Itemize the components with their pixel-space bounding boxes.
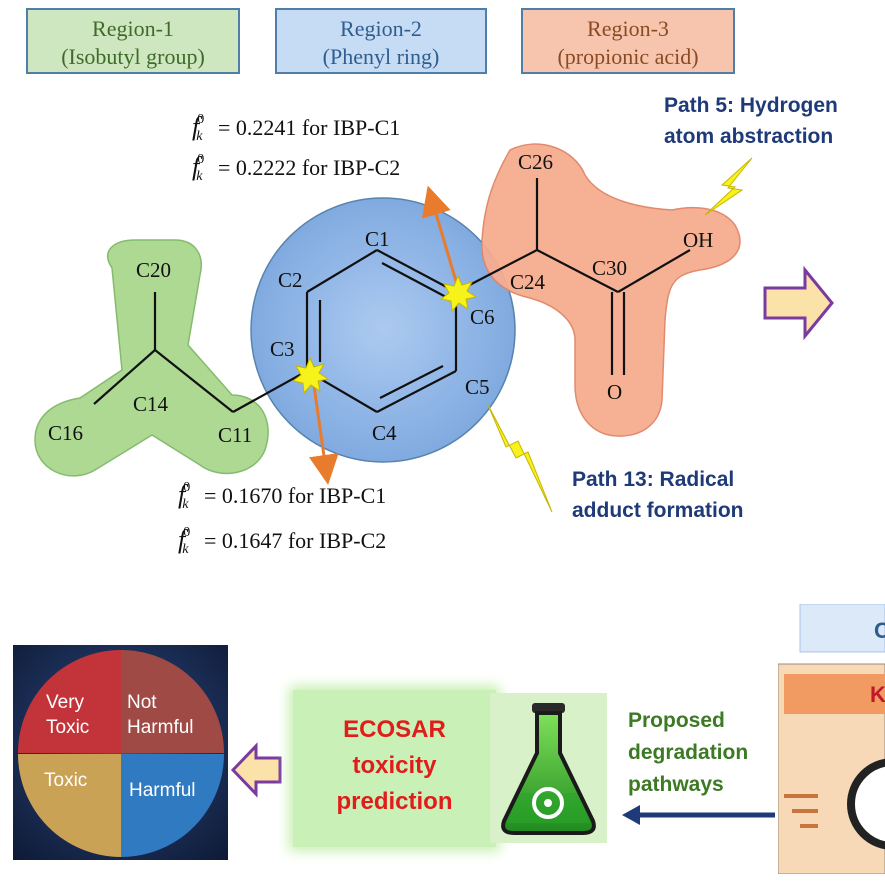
ecosar-prediction-box: ECOSAR toxicity prediction — [293, 690, 496, 847]
region-3-subtitle: (propionic acid) — [557, 44, 699, 69]
reactive-site-c3-star — [291, 356, 330, 395]
toxicity-classes-panel: Very Toxic Not Harmful Toxic Harmful — [13, 645, 228, 860]
ecosar-line-1: ECOSAR — [343, 716, 446, 743]
fukui-sub: k — [196, 169, 203, 185]
path-5-label: Path 5: Hydrogen atom abstraction — [664, 90, 838, 152]
path-5-line-1: Path 5: Hydrogen — [664, 94, 838, 117]
fukui-arrow-up — [421, 185, 460, 289]
region-2-circle — [250, 197, 516, 463]
pathways-arrow-head-icon — [622, 805, 640, 825]
fukui-bottom-line-1: f0 k = 0.1670 for IBP-C1 — [178, 480, 386, 513]
path5-lightning-icon — [704, 157, 753, 216]
region-1-subtitle: (Isobutyl group) — [61, 44, 205, 69]
path-13-line-1: Path 13: Radical — [572, 468, 735, 491]
fukui-arrow-down — [309, 371, 339, 485]
fukui-bottom-line-2: f0 k = 0.1647 for IBP-C2 — [178, 525, 386, 558]
toxic-quadrant: Toxic — [18, 754, 121, 857]
proposed-pathways-label: Proposed degradation pathways — [628, 705, 748, 801]
atom-c30: C30 — [592, 256, 628, 280]
harmful-label: Harmful — [129, 780, 196, 801]
fukui-top-line-1: f0 k = 0.2241 for IBP-C1 — [192, 112, 400, 145]
region-2-subtitle: (Phenyl ring) — [322, 44, 440, 69]
atom-c11: C11 — [218, 423, 253, 447]
toxic-label: Toxic — [44, 770, 88, 791]
next-step-arrow-icon — [763, 265, 834, 341]
path-13-line-2: adduct formation — [572, 499, 744, 522]
atom-c3: C3 — [270, 337, 295, 361]
atom-c6: C6 — [470, 305, 495, 329]
fukui-sup: 0 — [197, 151, 205, 167]
biohazard-flask-icon — [501, 703, 596, 835]
very-toxic-line-1: Very — [46, 692, 85, 713]
kinetics-panel-graphic: C K — [777, 603, 885, 875]
harmful-quadrant: Harmful — [121, 754, 224, 857]
atom-c4: C4 — [372, 421, 397, 445]
atom-oh: OH — [683, 228, 714, 252]
atom-c26: C26 — [518, 150, 554, 174]
tox-arrow-icon — [230, 742, 282, 798]
region-3-blob — [481, 143, 741, 437]
very-toxic-quadrant: Very Toxic — [18, 650, 121, 753]
fukui-bottom-value-2: = 0.1647 for IBP-C2 — [203, 528, 387, 553]
region-1-title: Region-1 — [92, 16, 174, 41]
fukui-symbol: f — [178, 525, 186, 554]
region-3-title: Region-3 — [587, 16, 669, 41]
path-13-label: Path 13: Radical adduct formation — [572, 464, 744, 526]
kinetics-panel-cropped: C K — [777, 603, 885, 875]
not-harmful-line-1: Not — [127, 692, 157, 713]
fukui-top-value-2: = 0.2222 for IBP-C2 — [217, 155, 401, 180]
fukui-sup: 0 — [197, 111, 205, 127]
right-panel-top-letter: C — [874, 618, 885, 643]
ibuprofen-structure — [34, 143, 834, 513]
ecosar-line-3: prediction — [336, 788, 453, 815]
flask-panel — [490, 693, 607, 843]
atom-c5: C5 — [465, 375, 490, 399]
atom-c2: C2 — [278, 268, 303, 292]
region-1-blob — [34, 239, 269, 477]
path-5-line-2: atom abstraction — [664, 125, 834, 148]
fukui-sub: k — [196, 129, 203, 145]
ecosar-line-2: toxicity — [352, 752, 437, 779]
fukui-sup: 0 — [183, 479, 191, 495]
not-harmful-quadrant: Not Harmful — [121, 650, 224, 753]
atom-c16: C16 — [48, 421, 84, 445]
reactive-site-c6-star — [439, 274, 478, 313]
region-3-box: Region-3 (propionic acid) — [521, 8, 735, 74]
stopwatch-icon — [847, 758, 885, 850]
atom-c20: C20 — [136, 258, 172, 282]
fukui-sub: k — [182, 497, 189, 513]
fukui-top-value-1: = 0.2241 for IBP-C1 — [217, 115, 401, 140]
region-1-box: Region-1 (Isobutyl group) — [26, 8, 240, 74]
fukui-sub: k — [182, 542, 189, 558]
fukui-symbol: f — [178, 480, 186, 509]
proposed-line-1: Proposed — [628, 709, 725, 732]
fukui-sup: 0 — [183, 524, 191, 540]
fukui-symbol: f — [192, 152, 200, 181]
fukui-bottom-value-1: = 0.1670 for IBP-C1 — [203, 483, 387, 508]
not-harmful-line-2: Harmful — [127, 717, 194, 738]
atom-c1: C1 — [365, 227, 390, 251]
fukui-symbol: f — [192, 112, 200, 141]
region-2-box: Region-2 (Phenyl ring) — [275, 8, 487, 74]
atom-o: O — [607, 380, 623, 404]
proposed-line-2: degradation — [628, 741, 749, 764]
proposed-line-3: pathways — [628, 773, 724, 796]
fukui-top-line-2: f0 k = 0.2222 for IBP-C2 — [192, 152, 400, 185]
bonds — [93, 178, 691, 413]
right-panel-bar-letter: K — [870, 682, 885, 707]
atom-c14: C14 — [133, 392, 169, 416]
very-toxic-line-2: Toxic — [46, 717, 90, 738]
atom-c24: C24 — [510, 270, 546, 294]
path13-lightning-icon — [487, 404, 553, 513]
region-2-title: Region-2 — [340, 16, 422, 41]
